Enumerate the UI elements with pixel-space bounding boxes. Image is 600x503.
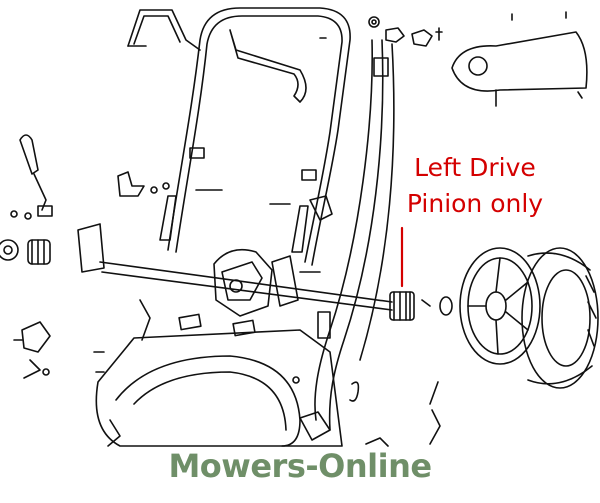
top-fasteners	[319, 11, 567, 47]
handle-clip	[127, 9, 201, 51]
rear-wheel	[459, 247, 599, 389]
watermark-brand: Mowers-Online	[168, 447, 432, 485]
height-lever	[10, 134, 53, 220]
rear-cover	[451, 31, 588, 107]
control-cables	[314, 39, 395, 431]
lower-handle	[117, 147, 333, 253]
drive-axle	[77, 223, 393, 317]
upper-handle	[167, 7, 351, 266]
mower-deck	[93, 299, 343, 447]
drive-pinion	[389, 291, 453, 321]
lower-right-parts	[292, 376, 441, 447]
rear-hub-left	[0, 239, 51, 265]
callout-line-1: Left Drive	[414, 153, 536, 182]
left-drive-pinion-callout: Left Drive Pinion only	[390, 150, 560, 222]
side-bracket	[13, 321, 51, 379]
callout-line-2: Pinion only	[406, 189, 544, 218]
